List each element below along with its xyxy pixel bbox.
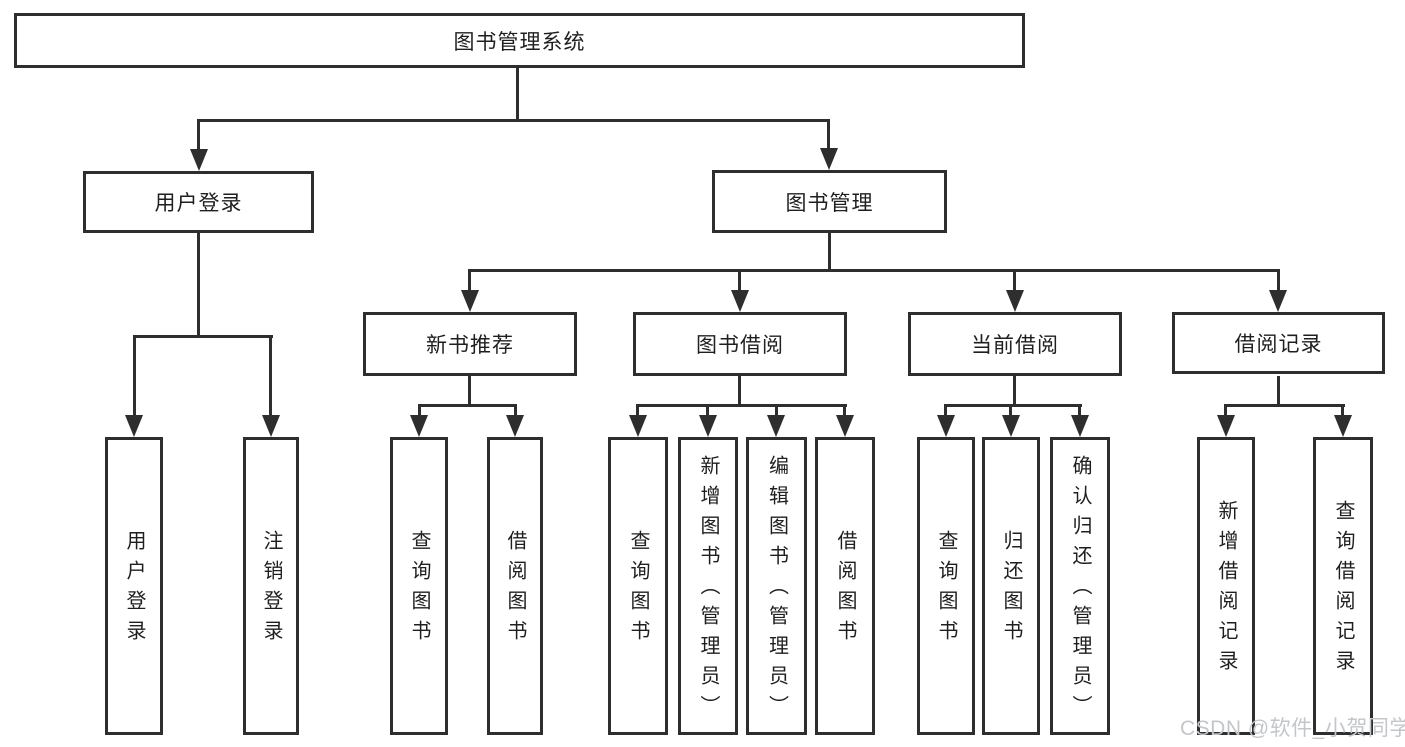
- connector-line: [197, 119, 200, 151]
- arrowhead-down: [125, 415, 143, 437]
- watermark: CSDN @软件_小贺同学: [1180, 717, 1405, 740]
- leaf-query-books-current: 查询图书: [917, 437, 975, 735]
- connector-line: [1078, 404, 1081, 417]
- connector-line: [828, 233, 831, 271]
- leaf-query-books-borrow: 查询图书: [608, 437, 668, 735]
- node-book-borrow: 图书借阅: [633, 312, 847, 376]
- arrowhead-down: [506, 415, 524, 437]
- connector-line: [418, 404, 517, 407]
- connector-line: [636, 404, 639, 417]
- connector-line: [516, 68, 519, 119]
- arrowhead-down: [767, 415, 785, 437]
- connector-line: [843, 404, 846, 417]
- arrowhead-down: [699, 415, 717, 437]
- connector-line: [469, 269, 1280, 272]
- connector-line: [738, 376, 741, 404]
- arrowhead-down: [1002, 415, 1020, 437]
- arrowhead-down: [190, 149, 208, 171]
- leaf-edit-book-admin: 编辑图书（管理员）: [746, 437, 807, 735]
- connector-line: [1013, 376, 1016, 404]
- connector-line: [944, 404, 947, 417]
- connector-line: [1277, 376, 1280, 404]
- node-root: 图书管理系统: [14, 13, 1025, 68]
- leaf-add-book-admin: 新增图书（管理员）: [678, 437, 738, 735]
- node-current-borrow: 当前借阅: [908, 312, 1122, 376]
- arrowhead-down: [1217, 415, 1235, 437]
- arrowhead-down: [461, 290, 479, 312]
- connector-line: [775, 404, 778, 417]
- arrowhead-down: [1071, 415, 1089, 437]
- connector-line: [738, 269, 741, 292]
- leaf-borrow-books: 借阅图书: [815, 437, 875, 735]
- arrowhead-down: [820, 148, 838, 170]
- leaf-add-borrow-record: 新增借阅记录: [1197, 437, 1255, 735]
- arrowhead-down: [629, 415, 647, 437]
- connector-line: [1013, 269, 1016, 292]
- arrowhead-down: [731, 290, 749, 312]
- leaf-logout: 注销登录: [243, 437, 299, 735]
- connector-line: [945, 404, 1082, 407]
- leaf-user-login: 用户登录: [105, 437, 163, 735]
- connector-line: [468, 269, 471, 292]
- arrowhead-down: [1006, 290, 1024, 312]
- leaf-query-borrow-record: 查询借阅记录: [1313, 437, 1373, 735]
- connector-line: [197, 233, 200, 335]
- connector-line: [133, 335, 273, 338]
- connector-line: [1224, 404, 1227, 417]
- node-user-login: 用户登录: [83, 171, 314, 233]
- arrowhead-down: [937, 415, 955, 437]
- connector-line: [418, 404, 421, 417]
- arrowhead-down: [1334, 415, 1352, 437]
- connector-line: [637, 404, 847, 407]
- leaf-confirm-return-admin: 确认归还（管理员）: [1050, 437, 1110, 735]
- connector-line: [468, 376, 471, 404]
- connector-line: [1009, 404, 1012, 417]
- connector-line: [197, 119, 830, 122]
- arrowhead-down: [1269, 290, 1287, 312]
- arrowhead-down: [836, 415, 854, 437]
- node-book-management: 图书管理: [712, 170, 947, 233]
- node-new-book-recommend: 新书推荐: [363, 312, 577, 376]
- connector-line: [514, 404, 517, 417]
- node-borrow-records: 借阅记录: [1172, 312, 1385, 374]
- leaf-return-books: 归还图书: [982, 437, 1040, 735]
- arrowhead-down: [410, 415, 428, 437]
- arrowhead-down: [262, 415, 280, 437]
- connector-line: [1341, 404, 1344, 417]
- connector-line: [706, 404, 709, 417]
- connector-line: [1225, 404, 1345, 407]
- connector-line: [269, 335, 272, 415]
- connector-line: [1277, 269, 1280, 292]
- leaf-query-books-recommend: 查询图书: [390, 437, 448, 735]
- connector-line: [827, 119, 830, 150]
- leaf-borrow-books-recommend: 借阅图书: [487, 437, 543, 735]
- connector-line: [133, 335, 136, 415]
